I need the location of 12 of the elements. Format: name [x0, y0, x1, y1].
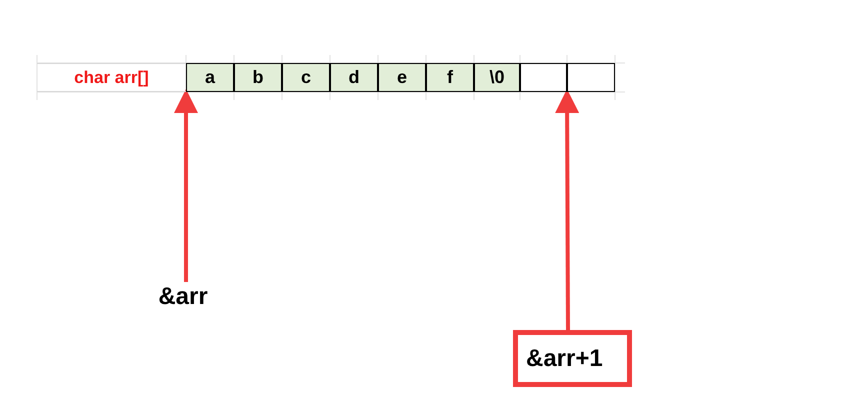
- array-cell: b: [234, 63, 282, 92]
- array-cell: c: [282, 63, 330, 92]
- arrow: [174, 89, 198, 282]
- array-cell: \0: [474, 63, 520, 92]
- pointer-label-box: &arr+1: [513, 330, 632, 387]
- row-header-cell: char arr[]: [37, 63, 186, 92]
- array-cell: d: [330, 63, 378, 92]
- array-cell: e: [378, 63, 426, 92]
- array-cell: a: [186, 63, 234, 92]
- arrow: [555, 89, 580, 330]
- pointer-label: &arr: [150, 282, 216, 312]
- array-cell: f: [426, 63, 474, 92]
